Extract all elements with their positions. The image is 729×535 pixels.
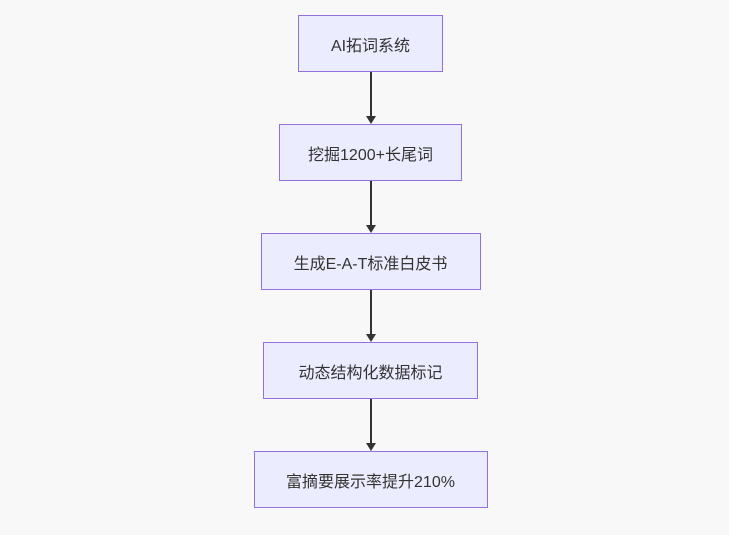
flow-edge-4 bbox=[365, 399, 376, 451]
flow-node-structured-data-markup: 动态结构化数据标记 bbox=[263, 342, 478, 399]
arrow-down-icon bbox=[365, 443, 376, 451]
arrow-down-icon bbox=[365, 225, 376, 233]
arrow-line bbox=[369, 181, 372, 225]
arrow-down-icon bbox=[365, 116, 376, 124]
flowchart-canvas: AI拓词系统 挖掘1200+长尾词 生成E-A-T标准白皮书 动态结构化数据标记… bbox=[6, 15, 729, 508]
arrow-line bbox=[369, 290, 372, 334]
flow-edge-3 bbox=[365, 290, 376, 342]
flow-node-rich-snippet-result: 富摘要展示率提升210% bbox=[253, 451, 488, 508]
flow-node-ai-keyword-system: AI拓词系统 bbox=[298, 15, 443, 72]
flow-node-eat-whitepaper: 生成E-A-T标准白皮书 bbox=[260, 233, 481, 290]
arrow-line bbox=[369, 399, 372, 443]
arrow-line bbox=[369, 72, 372, 116]
flow-node-longtail-mining: 挖掘1200+长尾词 bbox=[279, 124, 462, 181]
arrow-down-icon bbox=[365, 334, 376, 342]
flow-edge-2 bbox=[365, 181, 376, 233]
flow-edge-1 bbox=[365, 72, 376, 124]
